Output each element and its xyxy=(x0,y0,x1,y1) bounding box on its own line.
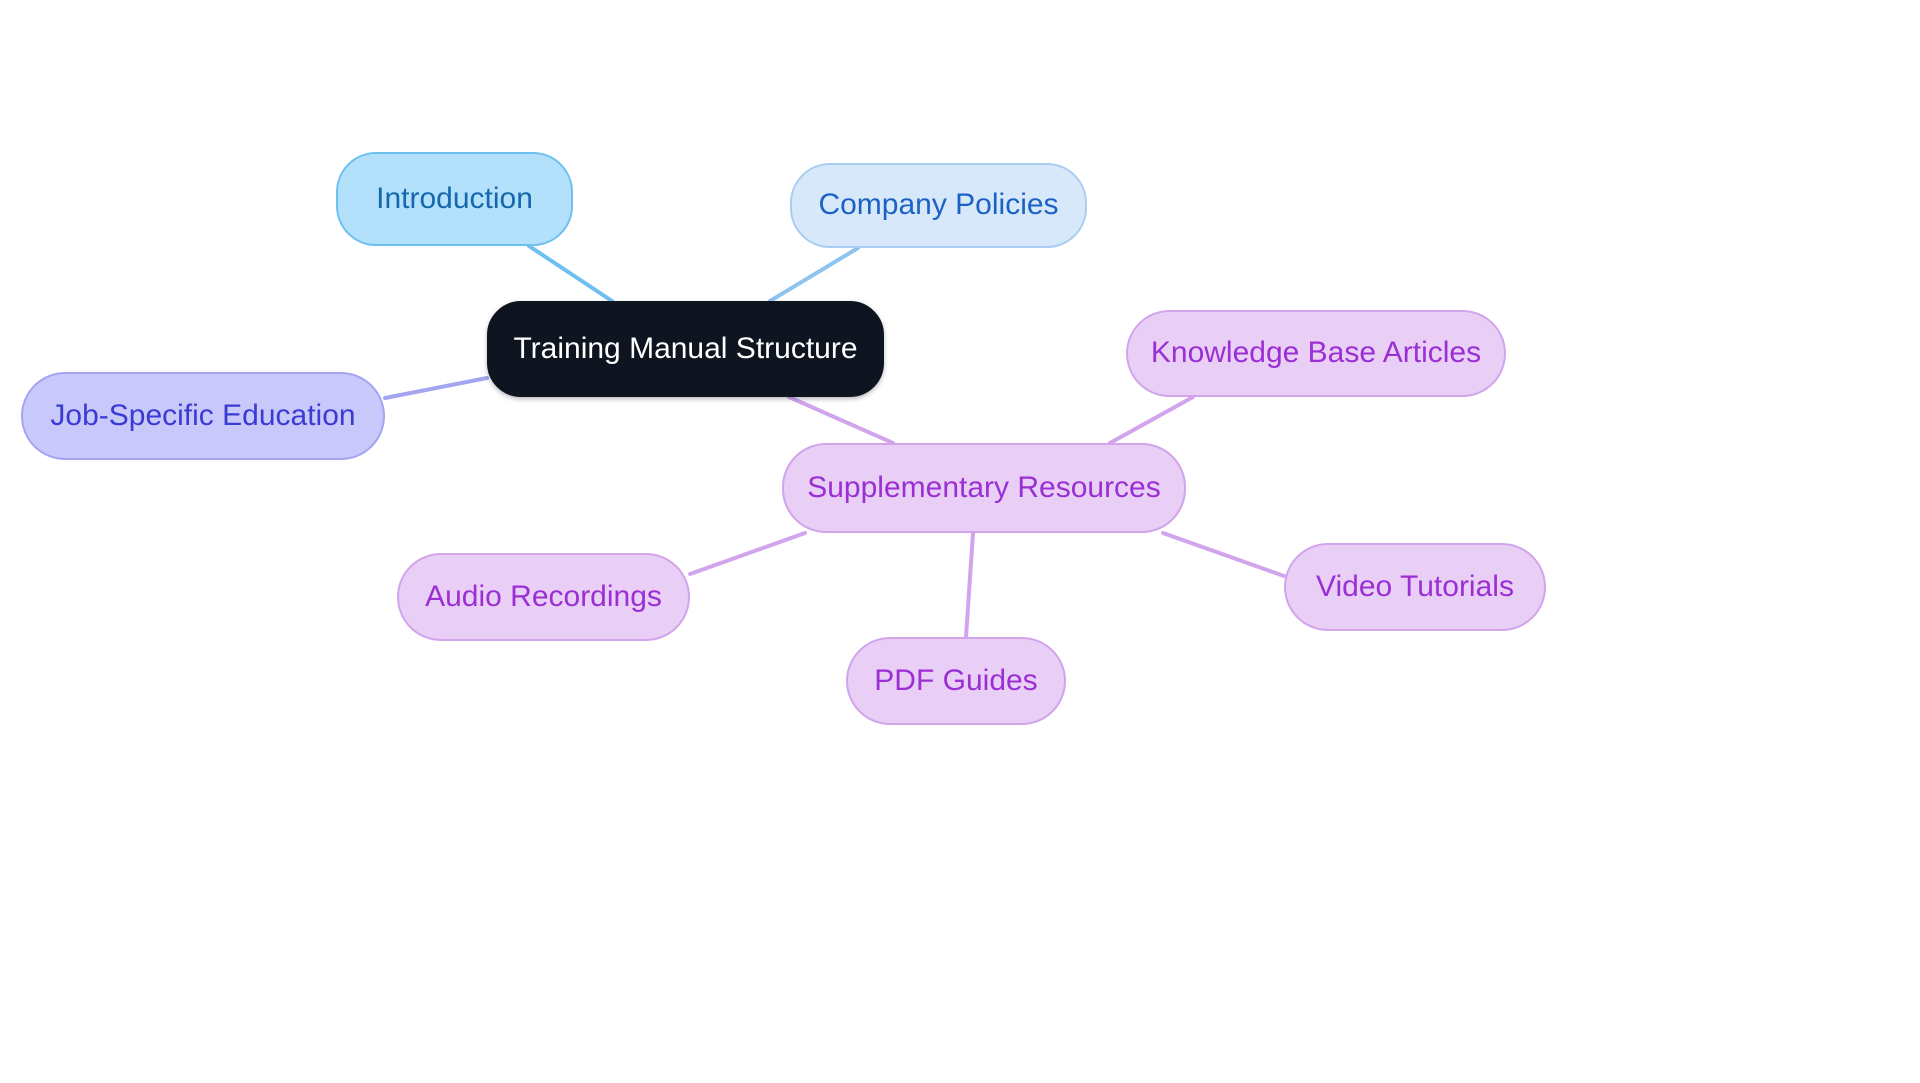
edge-supp-knowledge-base xyxy=(1108,395,1195,445)
edge-root-supplementary-resources xyxy=(787,395,895,445)
mindmap-node-company-policies-label: Company Policies xyxy=(818,188,1059,222)
edge-root-introduction xyxy=(527,244,614,303)
mindmap-node-video-tutorials-label: Video Tutorials xyxy=(1316,569,1514,603)
mindmap-node-job-specific-education-label: Job-Specific Education xyxy=(50,398,356,432)
mindmap-node-pdf-guides-label: PDF Guides xyxy=(874,663,1038,697)
mindmap-node-introduction[interactable]: Introduction xyxy=(336,152,573,246)
mindmap-node-audio-recordings-label: Audio Recordings xyxy=(425,579,662,613)
mindmap-node-audio-recordings[interactable]: Audio Recordings xyxy=(397,553,690,641)
mindmap-node-knowledge-base-articles-label: Knowledge Base Articles xyxy=(1150,336,1482,370)
mindmap-node-introduction-label: Introduction xyxy=(376,181,533,215)
edge-supp-audio-recordings xyxy=(688,531,807,576)
mindmap-node-company-policies[interactable]: Company Policies xyxy=(790,163,1087,248)
edge-root-company-policies xyxy=(768,246,860,303)
edge-root-job-specific-education xyxy=(383,376,489,400)
mindmap-node-job-specific-education[interactable]: Job-Specific Education xyxy=(21,372,385,460)
mindmap-root-node[interactable]: Training Manual Structure xyxy=(487,301,884,397)
edge-supp-pdf-guides xyxy=(964,531,975,639)
mindmap-node-supplementary-resources[interactable]: Supplementary Resources xyxy=(782,443,1186,533)
mindmap-node-pdf-guides[interactable]: PDF Guides xyxy=(846,637,1066,725)
mindmap-root-node-label: Training Manual Structure xyxy=(513,331,858,365)
mindmap-node-video-tutorials[interactable]: Video Tutorials xyxy=(1284,543,1546,631)
edge-supp-video-tutorials xyxy=(1161,531,1286,578)
mindmap-node-supplementary-resources-label: Supplementary Resources xyxy=(807,470,1161,504)
mindmap-node-knowledge-base-articles[interactable]: Knowledge Base Articles xyxy=(1126,310,1506,397)
